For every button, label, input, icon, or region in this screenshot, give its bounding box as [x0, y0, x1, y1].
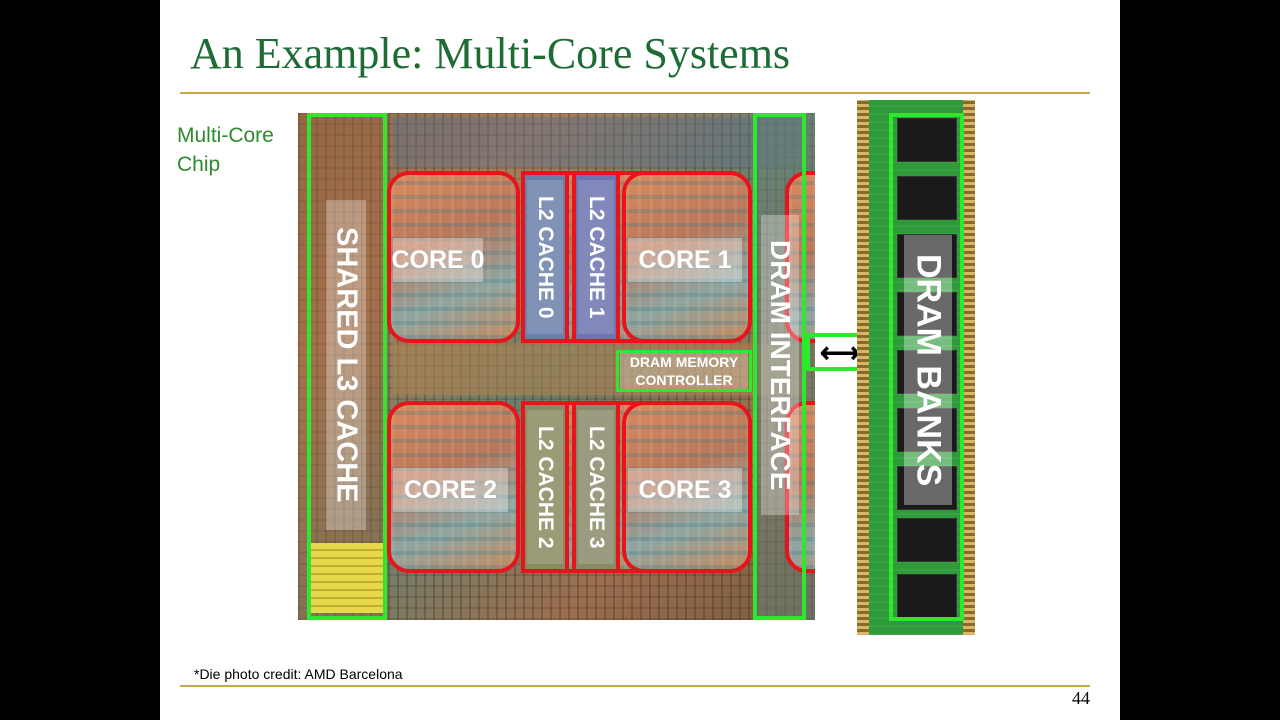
dram-banks-box — [889, 113, 964, 621]
core-2-label: CORE 2 — [393, 468, 508, 512]
core-2 — [387, 401, 520, 573]
memory-chip — [897, 518, 957, 562]
title-rule — [180, 92, 1090, 94]
memory-chip — [897, 574, 957, 618]
dimm-contacts-right — [963, 100, 975, 635]
l2-cache-3 — [572, 401, 620, 573]
l2-cache-2 — [521, 401, 569, 573]
memory-chip — [897, 350, 957, 394]
memory-chip — [897, 408, 957, 452]
memory-chip — [897, 292, 957, 336]
l2-cache-0 — [521, 171, 569, 343]
footer-rule — [180, 685, 1090, 687]
bidirectional-arrow-icon: ⟷ — [819, 336, 861, 368]
dram-interface-label: DRAM INTERFACE — [761, 215, 799, 515]
shared-l3-cache-label: SHARED L3 CACHE — [326, 200, 366, 530]
dram-memory-controller-box — [616, 350, 752, 392]
l3-region — [298, 113, 388, 620]
core-3-label: CORE 3 — [628, 468, 742, 512]
l2-cache-1 — [572, 171, 620, 343]
yellow-region — [308, 543, 383, 613]
l2-cache-3-label: L2 CACHE 3 — [578, 410, 614, 564]
l2-cache-2-label: L2 CACHE 2 — [527, 410, 563, 564]
side-label-line2: Chip — [177, 153, 221, 176]
slide-title: An Example: Multi-Core Systems — [190, 29, 791, 78]
core-3 — [622, 401, 752, 573]
side-label-line1: Multi-Core — [177, 124, 274, 147]
page-number: 44 — [1072, 688, 1090, 708]
shared-l3-cache-box — [307, 113, 387, 620]
memory-chip — [897, 118, 957, 162]
core-1-label: CORE 1 — [628, 238, 742, 282]
slide: An Example: Multi-Core Systems Multi-Cor… — [160, 0, 1120, 720]
core-0-label: CORE 0 — [391, 238, 485, 282]
multi-core-chip-label: Multi-Core Chip — [177, 121, 274, 179]
top-io-region — [393, 117, 803, 167]
mem-ctrl-line1: DRAM MEMORY — [629, 354, 739, 370]
memory-chip — [897, 466, 957, 510]
dram-interface-box — [753, 113, 806, 620]
dram-module — [857, 100, 975, 635]
mem-ctrl-line2: CONTROLLER — [635, 372, 733, 388]
dram-memory-controller-label: DRAM MEMORY CONTROLLER — [620, 353, 748, 389]
l2-cache-0-label: L2 CACHE 0 — [527, 180, 563, 334]
core-1 — [622, 171, 752, 343]
dram-banks-label: DRAM BANKS — [904, 235, 952, 505]
memory-chip — [897, 176, 957, 220]
dimm-contacts-left — [857, 100, 869, 635]
l2-cache-1-label: L2 CACHE 1 — [578, 180, 614, 334]
core-0 — [387, 171, 520, 343]
footnote: *Die photo credit: AMD Barcelona — [194, 666, 403, 682]
memory-chip — [897, 234, 957, 278]
